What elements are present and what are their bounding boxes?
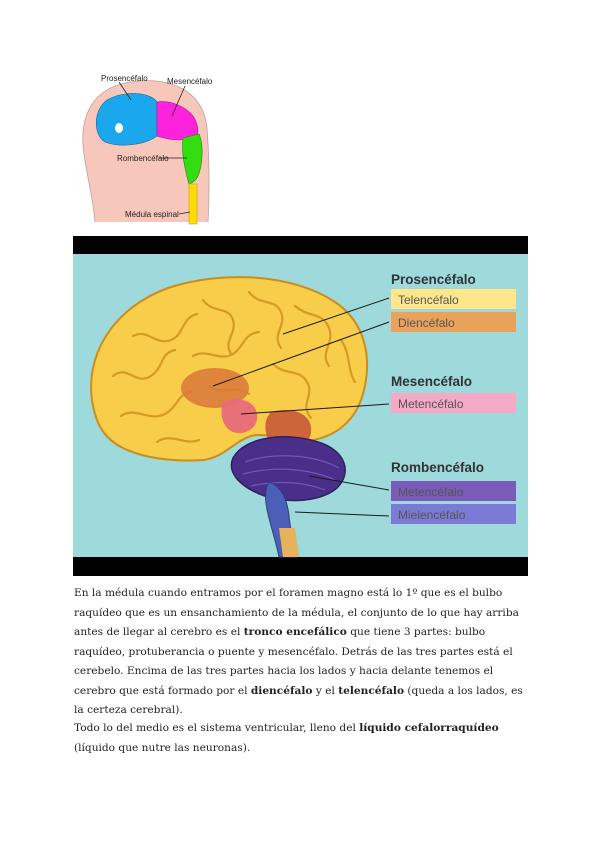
mielencefalo-label: Mielencéfalo [398,508,466,522]
term-tronco-encefalico: tronco encefálico [244,626,347,638]
text-run: Todo lo del medio es el sistema ventricu… [74,722,359,734]
term-liquido-cefalorraquideo: líquido cefalorraquídeo [359,722,498,734]
term-diencefalo: diencéfalo [251,685,313,697]
text-run: y el [312,685,338,697]
diencefalo-label: Diencéfalo [398,316,455,330]
rombencefalo-heading: Rombencéfalo [391,460,484,475]
mesencefalo-label: Mesencéfalo [167,77,213,86]
prosencefalo-region [96,93,157,145]
embryo-brain-diagram: Prosencéfalo Mesencéfalo Rombencéfalo Mé… [75,70,225,225]
term-telencefalo: telencéfalo [338,685,404,697]
rombencefalo-label: Rombencéfalo [117,154,169,163]
prosencefalo-heading: Prosencéfalo [391,272,476,287]
telencefalo-label: Telencéfalo [398,293,459,307]
prosencefalo-label: Prosencéfalo [101,74,148,83]
mesencefalo-box-label: Metencéfalo [398,397,464,411]
text-run: (líquido que nutre las neuronas). [74,742,250,754]
medula-region [189,184,197,224]
prosencefalo-ventricle [115,123,123,133]
mesencefalo-heading: Mesencéfalo [391,374,472,389]
brain-divisions-diagram: Prosencéfalo Telencéfalo Diencéfalo Mese… [73,236,528,576]
medula-label: Médula espinal [125,210,179,219]
metencefalo-label: Metencéfalo [398,485,464,499]
paragraph-sistema-ventricular: Todo lo del medio es el sistema ventricu… [74,719,530,758]
paragraph-tronco-encefalico: En la médula cuando entramos por el fora… [74,584,530,721]
